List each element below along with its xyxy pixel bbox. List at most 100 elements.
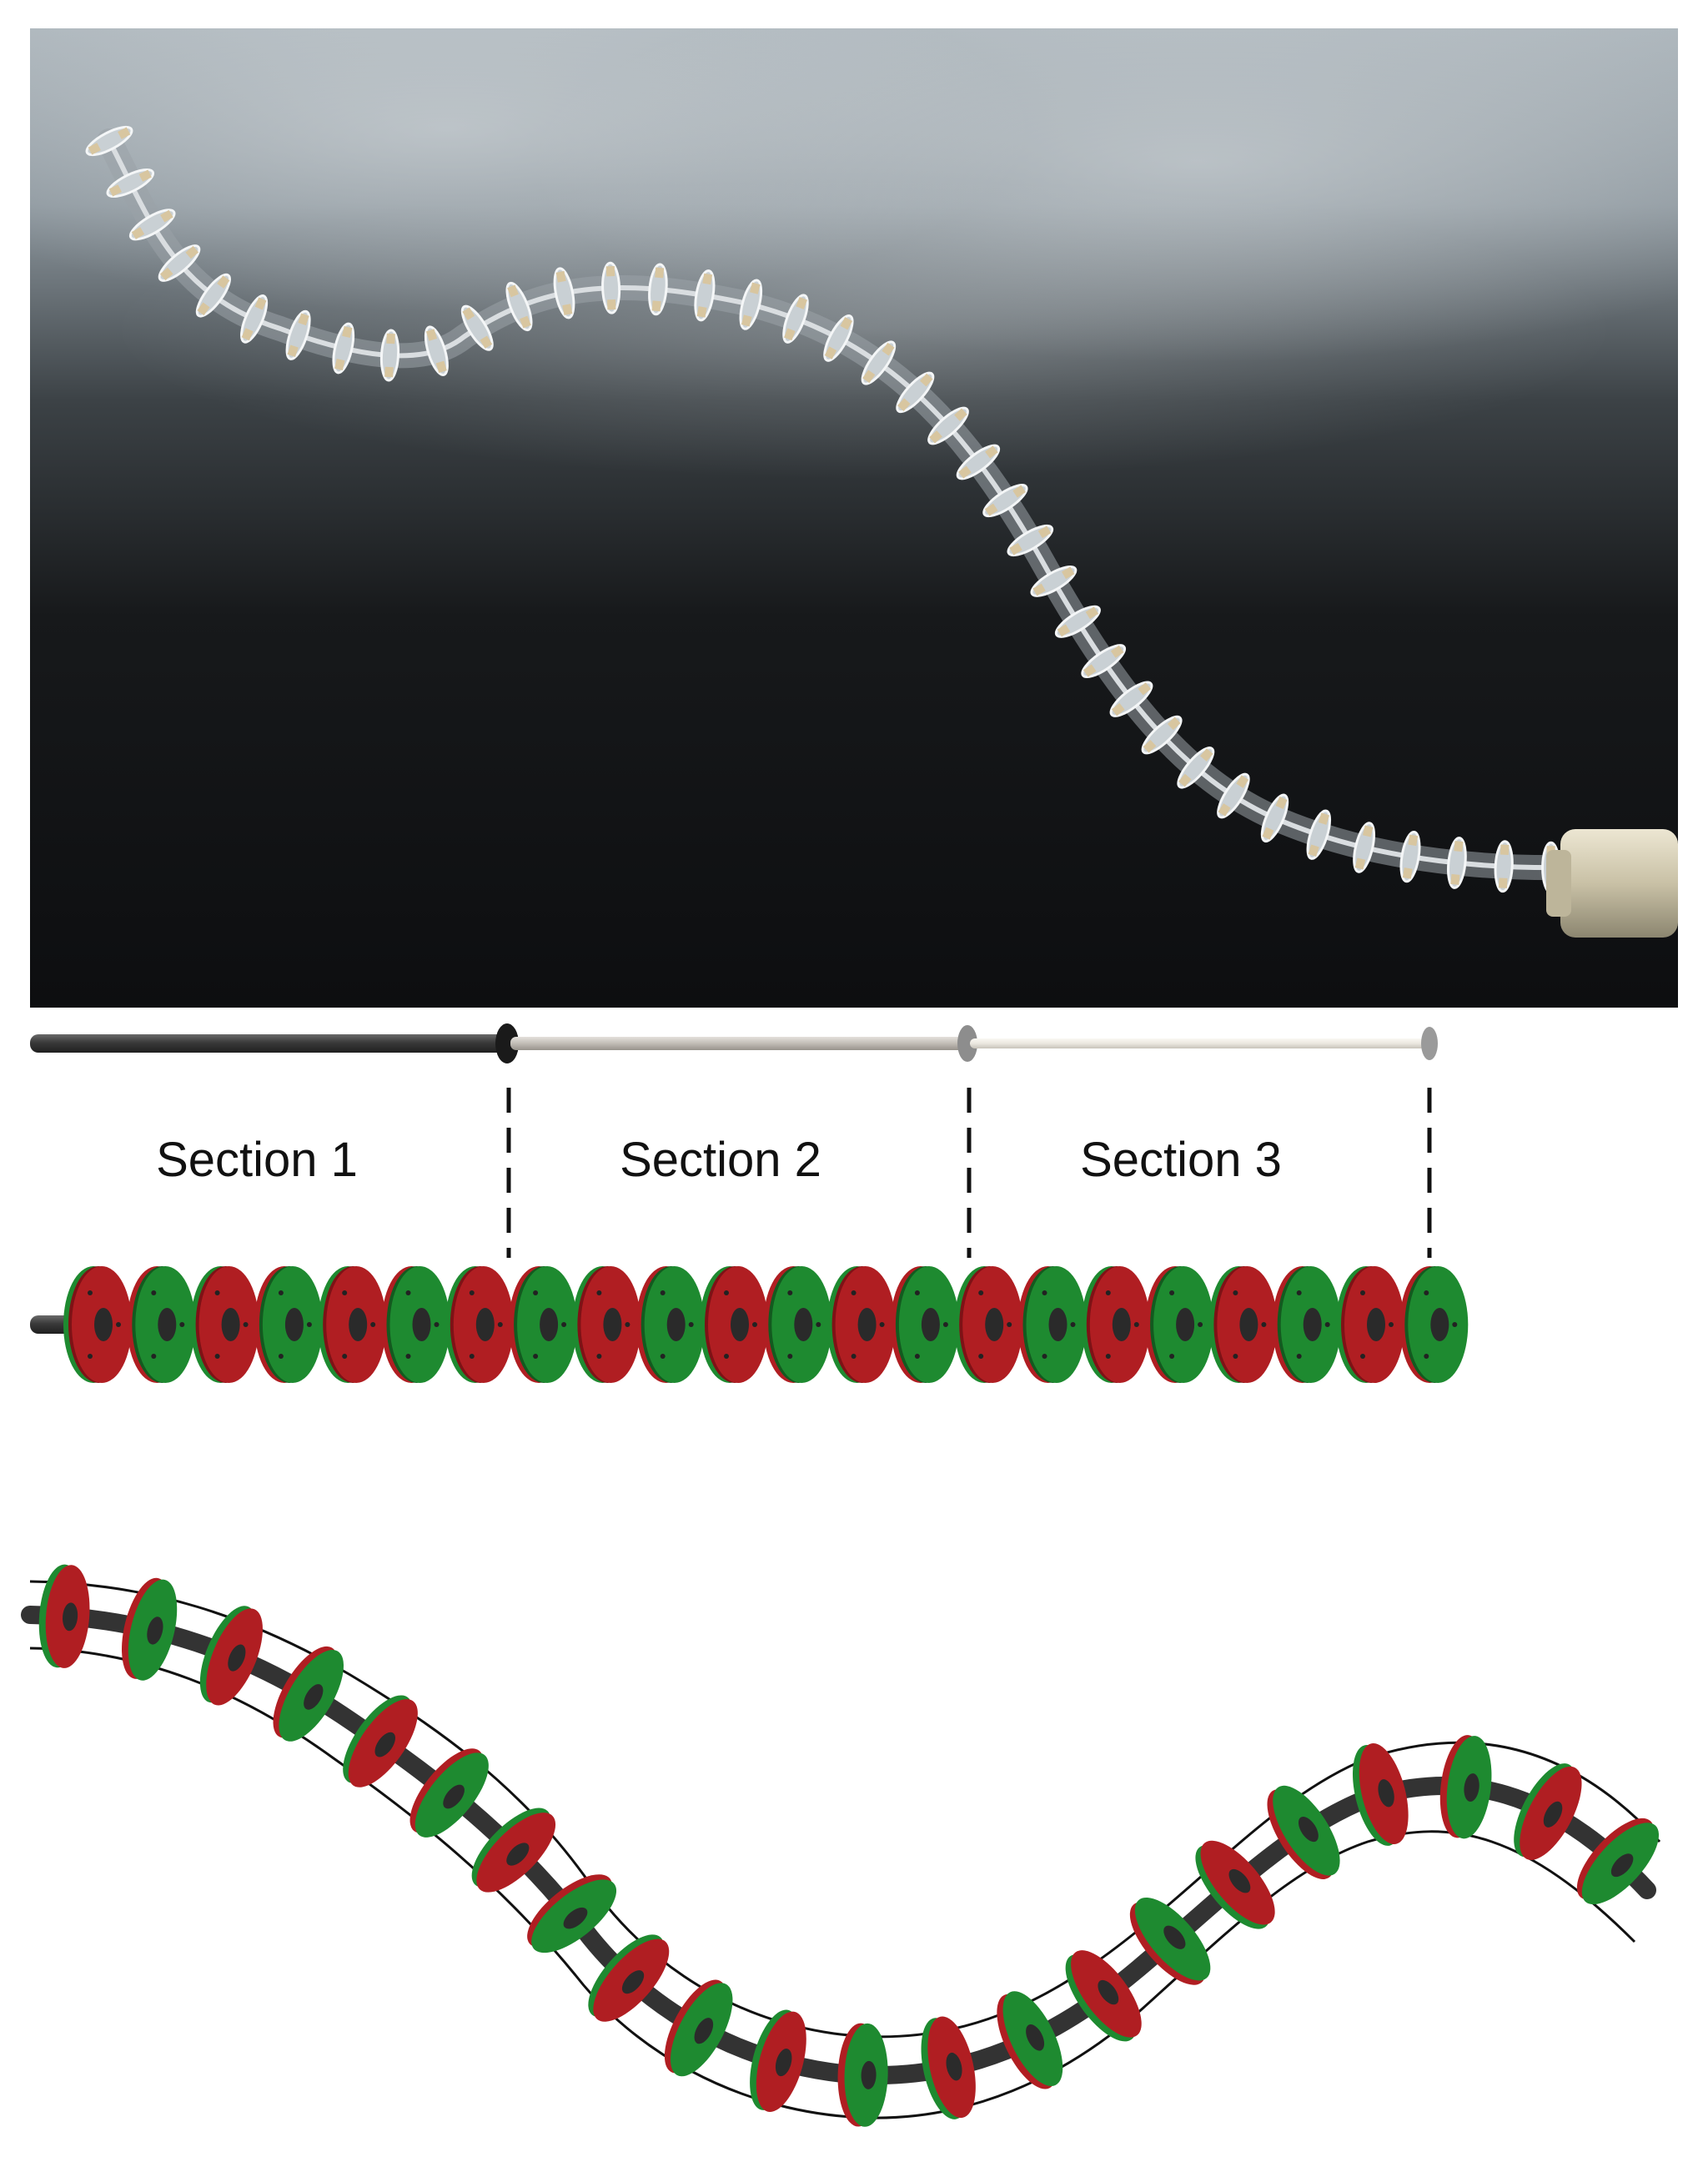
straight-disk [381,1266,450,1383]
photo-ring [85,125,133,157]
curved-disk [997,1991,1063,2089]
photo-ring [106,168,155,199]
photo-ring [956,444,1001,480]
curved-disk [38,1564,90,1668]
curved-disk [527,1874,617,1953]
photo-ring [739,279,763,330]
curved-disk [471,1808,556,1893]
curved-backbone [21,1606,1656,2085]
straight-disk [1081,1266,1150,1383]
section-3-label: Section 3 [1080,1133,1282,1187]
tube-end-3 [1421,1027,1438,1060]
photo-ring [240,294,269,344]
photo-ring [424,325,449,377]
curved-disk [588,1934,670,2022]
photo-ring [158,244,201,282]
photo-ring [1494,840,1514,893]
straight-disk [1208,1266,1278,1383]
photo-ring [982,484,1028,518]
photo-ring [1217,772,1250,819]
photo-ring [1081,644,1127,678]
photo-ring [601,261,621,314]
photo-ring [195,273,231,318]
straight-disk [700,1266,768,1383]
tendon-bottom [29,1647,1636,2119]
straight-assembly [30,1266,1469,1383]
photo-ring [379,329,400,382]
curved-disk [199,1606,263,1706]
curved-disk [1514,1763,1582,1860]
photo-ring [1030,566,1078,597]
photo-ring [782,294,809,344]
tube-end-1 [495,1023,519,1063]
curved-disk [122,1577,178,1681]
straight-disk [763,1266,832,1383]
photo-ring [1306,809,1332,860]
straight-disk [826,1266,896,1383]
photo-ring [1446,837,1467,889]
photo-ring [1399,830,1421,883]
straight-disk [509,1266,578,1383]
photo-ring [1177,747,1215,789]
curved-assembly [21,1564,1661,2127]
photo-ring [694,269,716,322]
straight-disk [445,1266,514,1383]
photo-ring [1007,524,1054,557]
tube-overview [30,1023,1438,1063]
curved-disk [750,2009,806,2112]
schematic-diagram: Section 1 Section 2 Section 3 [21,1023,1661,2127]
section-2-label: Section 2 [620,1133,821,1187]
straight-disk [954,1266,1023,1383]
photo-ring [505,281,533,332]
prototype-photo [30,28,1678,1008]
photo-ring [823,314,854,362]
photo-ring [285,309,311,360]
straight-disk [318,1266,387,1383]
photo-ring [896,371,935,414]
tube-section-1 [30,1034,505,1053]
straight-disk [63,1266,132,1383]
curved-disk [1267,1785,1340,1879]
curved-disk [1129,1897,1211,1985]
curved-disk [1195,1840,1275,1929]
curved-disk [343,1695,418,1787]
straight-disk [635,1266,705,1383]
photo-ring [460,304,494,351]
photo-ring [1353,822,1376,873]
straight-disk [1017,1266,1087,1383]
photo-ring [553,267,575,319]
straight-disk [1272,1266,1341,1383]
straight-disk [1399,1266,1469,1383]
photo-ring [1054,605,1101,638]
tube-end-2 [957,1025,977,1062]
photo-ring [648,263,668,316]
photo-ring [1260,793,1289,843]
curved-disk [1576,1818,1660,1905]
tube-section-2 [510,1037,966,1050]
curved-disk [1353,1743,1409,1846]
curved-disk [1065,1950,1142,2042]
curved-disk [921,2016,976,2119]
photo-ring [332,322,355,375]
straight-disk [1145,1266,1214,1383]
straight-disk [1336,1266,1404,1383]
curved-disk [409,1748,489,1838]
photo-ring [128,209,176,241]
section-dividers [506,1088,1432,1258]
curved-disk [273,1646,344,1742]
photo-ring [861,340,897,385]
straight-disk [127,1266,196,1383]
prototype-robot [85,125,1678,938]
straight-disk [190,1266,259,1383]
photo-ring [1109,681,1153,717]
straight-disk [254,1266,323,1383]
curved-disk [1439,1735,1492,1839]
tendon-top [29,1580,1661,2039]
straight-disk [890,1266,959,1383]
curved-disk [837,2023,888,2127]
straight-disk [572,1266,641,1383]
curved-disk [664,1979,733,2077]
tube-section-3 [970,1038,1427,1048]
section-1-label: Section 1 [156,1133,358,1187]
photo-ring [1141,715,1183,755]
